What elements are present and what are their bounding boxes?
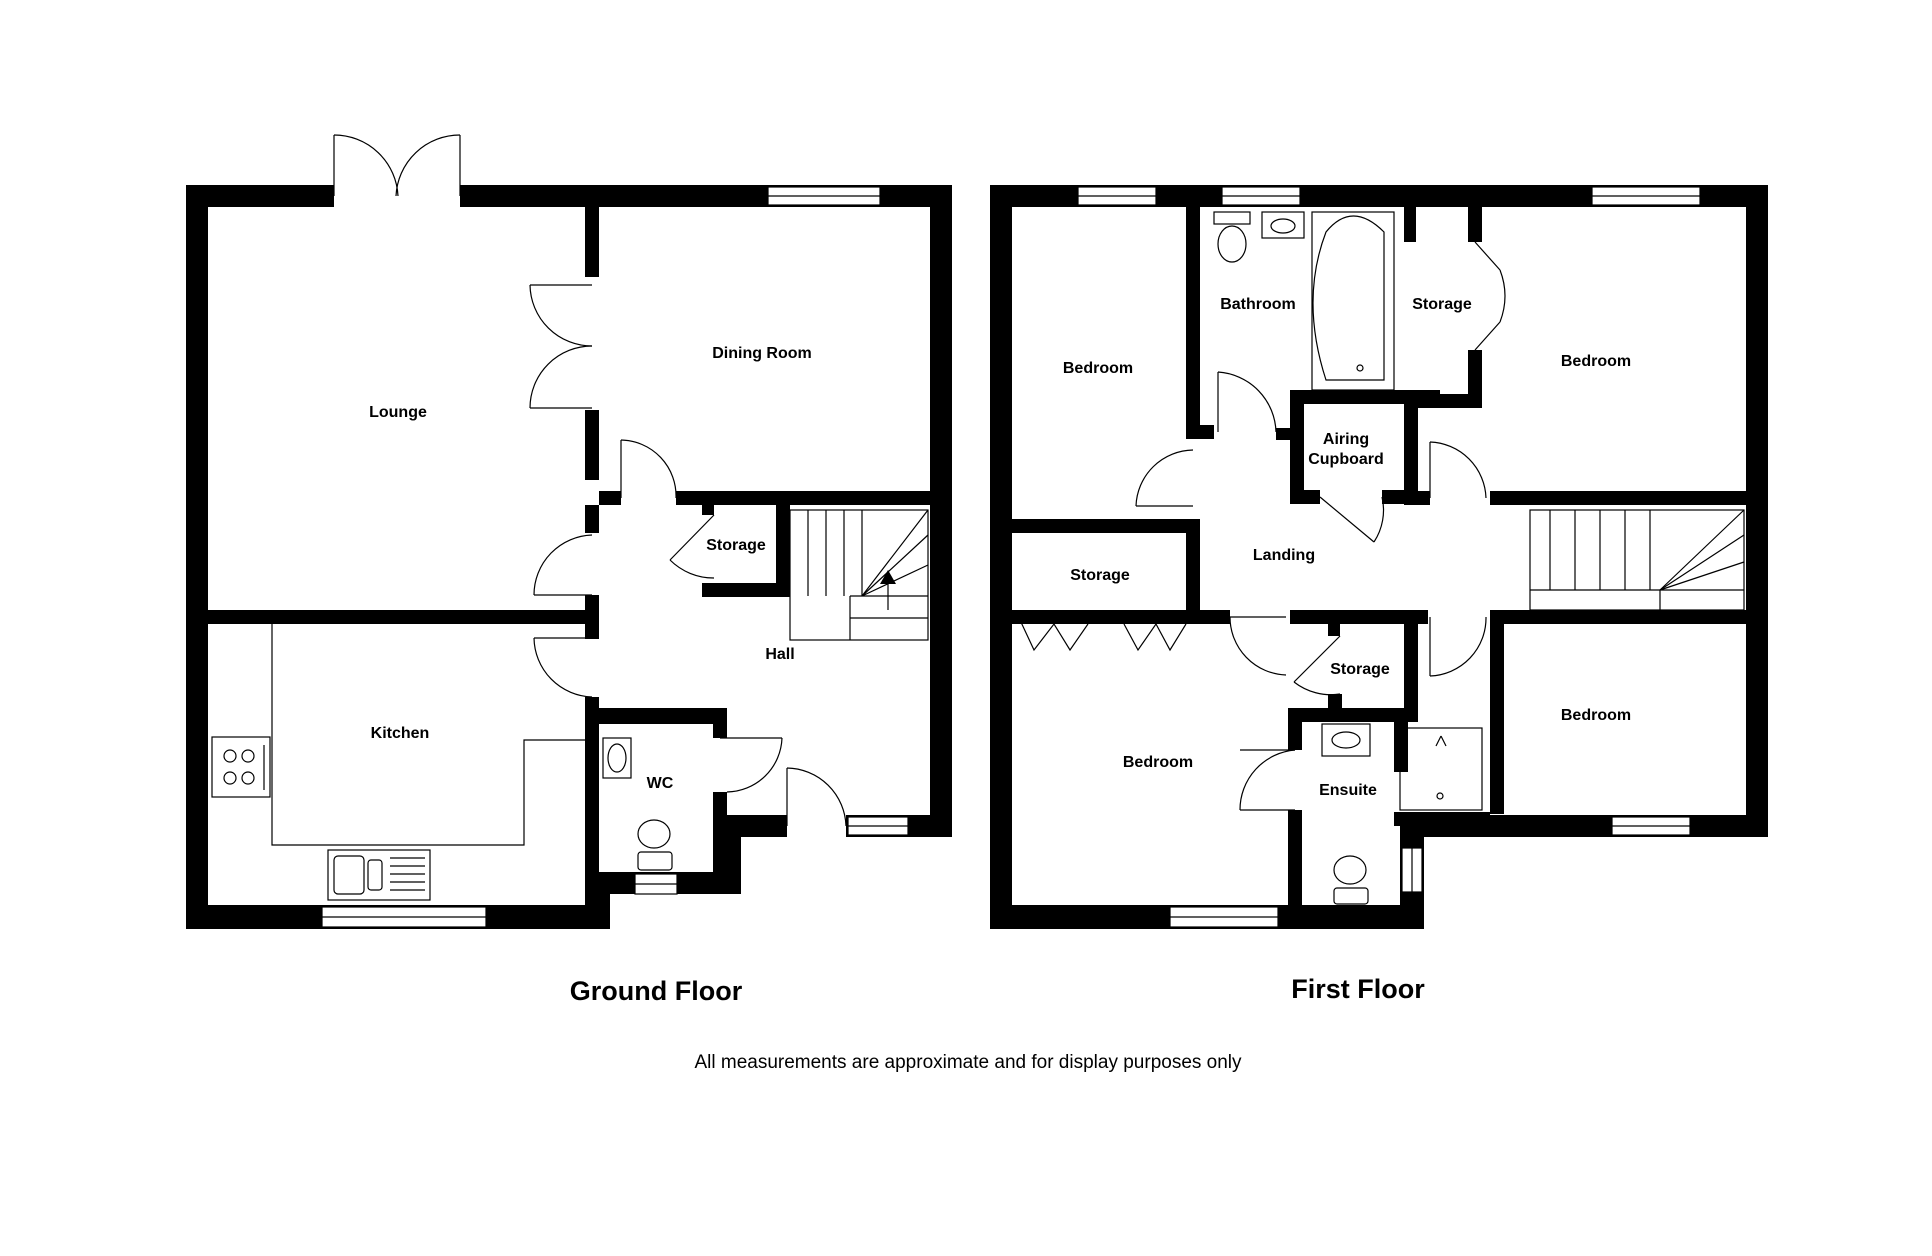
room-label-bedroom-bottom-left: Bedroom: [1123, 754, 1193, 771]
room-label-storage-top: Storage: [1412, 296, 1472, 313]
room-label-hall: Hall: [765, 646, 794, 663]
ground-floor-plan: [186, 134, 952, 929]
room-label-wc: WC: [647, 775, 674, 792]
room-label-landing: Landing: [1253, 547, 1315, 564]
room-label-bedroom-bottom-right: Bedroom: [1561, 707, 1631, 724]
room-label-ensuite: Ensuite: [1319, 782, 1377, 799]
room-label-kitchen: Kitchen: [371, 725, 430, 742]
first-floor-plan: [990, 185, 1768, 929]
room-label-lounge: Lounge: [369, 404, 427, 421]
disclaimer-text: All measurements are approximate and for…: [694, 1052, 1242, 1073]
room-label-storage-ground: Storage: [706, 537, 766, 554]
room-label-storage-left: Storage: [1070, 567, 1130, 584]
room-label-airing: Airing: [1323, 431, 1369, 448]
first-floor-title: First Floor: [1291, 974, 1425, 1004]
room-label-cupboard: Cupboard: [1308, 451, 1384, 468]
ground-floor-title: Ground Floor: [570, 976, 743, 1006]
room-label-storage-mid: Storage: [1330, 661, 1390, 678]
room-label-dining-room: Dining Room: [712, 345, 812, 362]
room-label-bedroom-right: Bedroom: [1561, 353, 1631, 370]
room-label-bedroom-left: Bedroom: [1063, 360, 1133, 377]
room-label-bathroom: Bathroom: [1220, 296, 1296, 313]
